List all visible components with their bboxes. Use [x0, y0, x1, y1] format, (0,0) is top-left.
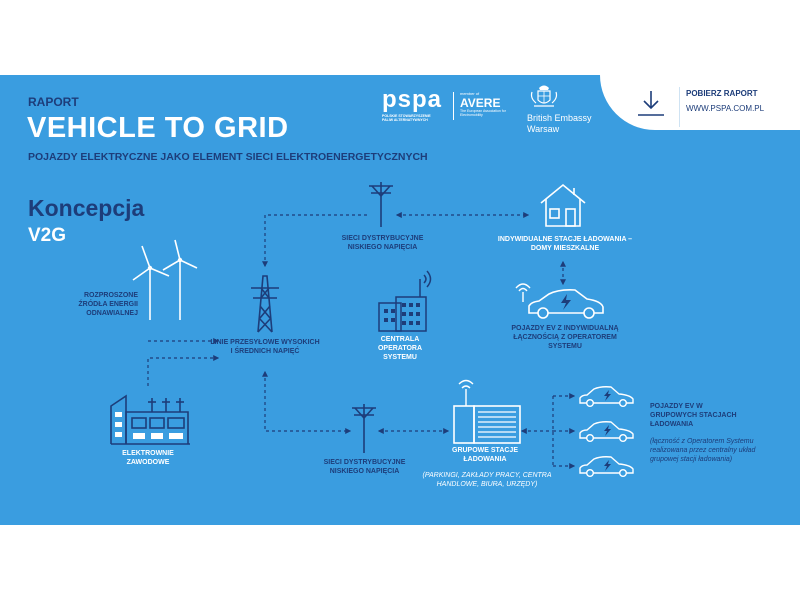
wind-turbine-icon	[125, 238, 200, 323]
concept-title: Koncepcja	[28, 195, 145, 221]
download-label[interactable]: POBIERZ RAPORT	[686, 89, 758, 98]
renewables-label: ROZPROSZONE ŹRÓDŁA ENERGII ODNAWIALNEJ	[78, 292, 138, 317]
download-url[interactable]: WWW.PSPA.COM.PL	[686, 104, 765, 113]
embassy-line2: Warsaw	[527, 124, 560, 134]
avere-logo: AVERE	[460, 96, 501, 110]
transmission-label: LINIE PRZESYŁOWE WYSOKICH I ŚREDNICH NAP…	[210, 339, 320, 355]
link-plant-to-transmission	[147, 355, 220, 386]
page-title: VEHICLE TO GRID	[27, 112, 289, 144]
house-icon	[538, 182, 588, 228]
page-subtitle: POJAZDY ELEKTRYCZNE JAKO ELEMENT SIECI E…	[28, 151, 428, 163]
distribution-top-label: SIECI DYSTRYBUCYJNE NISKIEGO NAPIĘCIA	[341, 235, 424, 251]
embassy-line1: British Embassy	[527, 113, 592, 123]
diagram-panel	[0, 75, 800, 525]
concept-subtitle: V2G	[28, 225, 67, 246]
avere-small: The European Association for Electromobi…	[460, 109, 506, 117]
avere-member: member of	[460, 91, 480, 96]
ev-individual-label: POJAZDY EV Z INDYWIDUALNĄ ŁĄCZNOŚCIĄ Z O…	[511, 325, 619, 350]
download-box[interactable]	[600, 75, 800, 130]
utility-pole-bottom-icon	[349, 402, 379, 454]
group-station-icon	[448, 376, 523, 444]
home-stations-label: INDYWIDUALNE STACJE ŁADOWANIA – DOMY MIE…	[497, 236, 633, 252]
download-icon[interactable]	[633, 88, 669, 120]
pspa-logo: pspa	[382, 86, 443, 113]
power-plant-icon	[108, 386, 193, 446]
ev-group-car-1-icon	[577, 383, 637, 409]
operator-building-icon	[376, 263, 438, 333]
power-plant-label: ELEKTROWNIE ZAWODOWE	[122, 450, 174, 466]
link-top-to-transmission	[262, 214, 367, 268]
link-transmission-to-bottom	[262, 370, 352, 434]
download-divider	[679, 87, 680, 127]
coat-of-arms-icon	[529, 82, 559, 110]
distribution-bottom-label: SIECI DYSTRYBUCYJNE NISKIEGO NAPIĘCIA	[323, 459, 406, 475]
pspa-logo-small: POLSKIE STOWARZYSZENIE PALIW ALTERNATYWN…	[382, 114, 431, 122]
group-stations-label: GRUPOWE STACJE ŁADOWANIA	[452, 447, 518, 463]
ev-group-label: POJAZDY EV W GRUPOWYCH STACJACH ŁADOWANI…	[650, 403, 737, 428]
logo-divider	[453, 92, 454, 120]
report-tag: RAPORT	[28, 95, 79, 109]
ev-group-car-2-icon	[577, 418, 637, 444]
ev-group-note: (łączność z Operatorem Systemu realizowa…	[650, 438, 756, 463]
transmission-tower-icon	[248, 272, 282, 334]
operator-label: CENTRALA OPERATORA SYSTEMU	[377, 336, 423, 361]
group-stations-note: (PARKINGI, ZAKŁADY PRACY, CENTRA HANDLOW…	[422, 472, 552, 488]
utility-pole-top-icon	[366, 180, 396, 228]
ev-individual-icon	[515, 280, 610, 322]
ev-group-car-3-icon	[577, 453, 637, 479]
